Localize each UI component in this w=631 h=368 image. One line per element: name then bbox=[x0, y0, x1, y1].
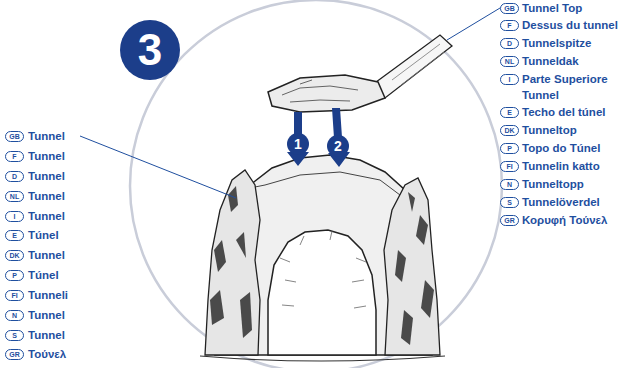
part-name: Techo del túnel bbox=[522, 104, 606, 120]
language-code: D bbox=[12, 173, 17, 180]
part-name: Parte Superiore Tunnel bbox=[522, 71, 622, 103]
language-code: GR bbox=[504, 217, 515, 224]
part-name: Tunnelspitze bbox=[522, 35, 591, 51]
language-code: GR bbox=[9, 351, 20, 358]
language-oval: DK bbox=[5, 250, 24, 261]
tunnel-ridge bbox=[240, 172, 400, 195]
part-name: Tunnel bbox=[28, 128, 65, 144]
part-name: Κορυφή Τούνελ bbox=[522, 212, 607, 228]
language-oval: F bbox=[500, 20, 519, 31]
language-oval: P bbox=[5, 270, 24, 281]
language-code: FI bbox=[11, 292, 17, 299]
part-name: Tunnel bbox=[28, 148, 65, 164]
arrow-down bbox=[328, 108, 350, 167]
language-oval: S bbox=[500, 197, 519, 208]
language-oval: F bbox=[5, 151, 24, 162]
language-oval: I bbox=[5, 211, 24, 222]
step-circle bbox=[130, 0, 502, 368]
language-oval: GR bbox=[500, 215, 519, 226]
language-oval: E bbox=[500, 107, 519, 118]
language-code: DK bbox=[504, 127, 514, 134]
language-code: NL bbox=[505, 58, 514, 65]
callout-circle: 2 bbox=[327, 135, 349, 157]
language-oval: FI bbox=[500, 161, 519, 172]
language-oval: E bbox=[5, 230, 24, 241]
part-name: Tunnelin katto bbox=[522, 158, 600, 174]
language-oval: P bbox=[500, 143, 519, 154]
part-name: Tunnel bbox=[28, 168, 65, 184]
part-name: Τούνελ bbox=[28, 346, 66, 362]
language-oval: I bbox=[500, 74, 519, 85]
part-name: Túnel bbox=[28, 227, 59, 243]
part-name: Tunneldak bbox=[522, 53, 579, 69]
tunnel-top-tab bbox=[372, 35, 452, 98]
language-oval: D bbox=[500, 38, 519, 49]
tab-lines bbox=[392, 44, 444, 86]
brick-texture bbox=[242, 215, 398, 308]
part-name: Tunneltopp bbox=[522, 176, 584, 192]
language-code: N bbox=[12, 312, 17, 319]
language-oval: NL bbox=[500, 56, 519, 67]
part-name: Tunnelöverdel bbox=[522, 194, 600, 210]
part-name: Tunnel Top bbox=[522, 0, 582, 16]
language-code: S bbox=[12, 332, 17, 339]
callout-circle: 1 bbox=[287, 133, 309, 155]
language-code: D bbox=[507, 40, 512, 47]
language-oval: N bbox=[5, 310, 24, 321]
part-name: Dessus du tunnel bbox=[522, 17, 618, 33]
part-name: Tunnel bbox=[28, 188, 65, 204]
language-code: N bbox=[507, 181, 512, 188]
language-code: P bbox=[507, 145, 512, 152]
language-oval: GB bbox=[5, 131, 24, 142]
part-name: Tunneltop bbox=[522, 122, 577, 138]
language-code: E bbox=[12, 232, 17, 239]
language-code: E bbox=[507, 109, 512, 116]
language-code: I bbox=[14, 213, 16, 220]
leader-line bbox=[447, 8, 500, 40]
part-name: Tunnel bbox=[28, 208, 65, 224]
right-rock-shading bbox=[395, 192, 434, 345]
language-oval: GR bbox=[5, 349, 24, 360]
tunnel-opening bbox=[268, 230, 376, 355]
arrow-down bbox=[287, 112, 309, 166]
language-code: NL bbox=[10, 193, 19, 200]
language-code: P bbox=[12, 272, 17, 279]
language-code: GB bbox=[504, 5, 515, 12]
language-code: I bbox=[509, 76, 511, 83]
language-code: DK bbox=[9, 252, 19, 259]
left-rock-shading bbox=[210, 186, 252, 338]
language-code: F bbox=[507, 22, 511, 29]
ground-line bbox=[200, 356, 445, 361]
language-code: S bbox=[507, 199, 512, 206]
language-oval: DK bbox=[500, 125, 519, 136]
language-oval: S bbox=[5, 330, 24, 341]
tunnel-top-slab bbox=[268, 75, 385, 112]
callout-number: 2 bbox=[334, 139, 342, 153]
language-oval: FI bbox=[5, 290, 24, 301]
language-code: F bbox=[12, 153, 16, 160]
part-name: Tunneli bbox=[28, 287, 68, 303]
step-number: 3 bbox=[138, 28, 162, 72]
callout-number: 1 bbox=[294, 137, 302, 151]
language-code: GB bbox=[9, 133, 20, 140]
part-name: Túnel bbox=[28, 267, 59, 283]
language-oval: GB bbox=[500, 3, 519, 14]
language-code: FI bbox=[506, 163, 512, 170]
slab-texture bbox=[282, 80, 358, 102]
language-oval: D bbox=[5, 171, 24, 182]
language-oval: N bbox=[500, 179, 519, 190]
part-name: Tunnel bbox=[28, 327, 65, 343]
step-badge: 3 bbox=[120, 20, 180, 80]
left-rock bbox=[205, 170, 260, 355]
right-rock bbox=[384, 178, 440, 355]
part-name: Tunnel bbox=[28, 247, 65, 263]
language-oval: NL bbox=[5, 191, 24, 202]
part-name: Topo do Túnel bbox=[522, 140, 600, 156]
part-name: Tunnel bbox=[28, 307, 65, 323]
leader-line bbox=[80, 136, 236, 198]
